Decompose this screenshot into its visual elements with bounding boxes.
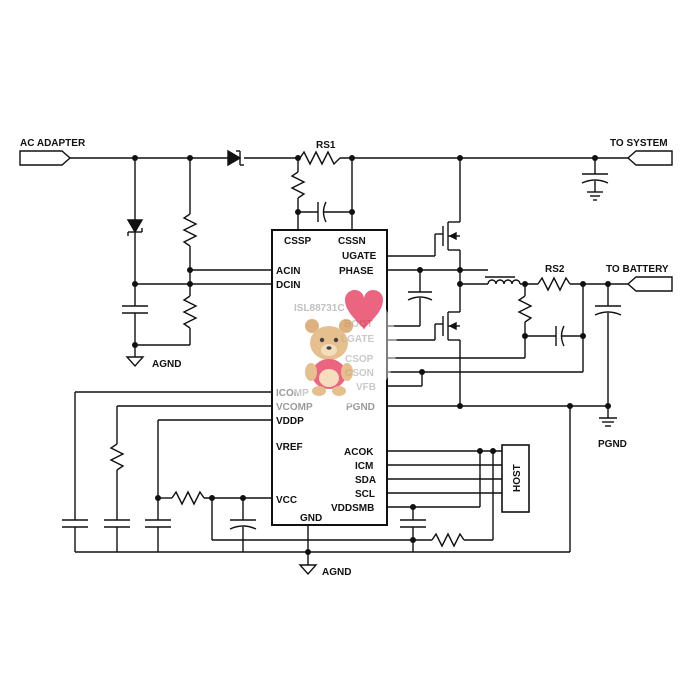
ac-adapter-label: AC ADAPTER <box>20 138 86 149</box>
phase-boot-network <box>387 269 488 327</box>
high-side-mosfet <box>387 158 461 312</box>
pin-lgate: LGATE <box>341 334 374 345</box>
pin-acok: ACOK <box>344 447 374 458</box>
pin-dcin: DCIN <box>276 280 300 291</box>
pin-gnd: GND <box>300 513 322 524</box>
agnd-top-label: AGND <box>152 359 181 370</box>
icomp-network <box>62 391 272 552</box>
host-label: HOST <box>512 464 523 492</box>
pin-cson: CSON <box>345 368 374 379</box>
low-side-mosfet <box>387 311 461 406</box>
output-sense-network <box>387 284 584 387</box>
host-block <box>501 444 530 513</box>
vcc-capacitor <box>229 498 257 552</box>
battery-capacitor <box>594 284 622 427</box>
pin-phase: PHASE <box>339 266 374 277</box>
rs2-label: RS2 <box>545 264 565 275</box>
pin-vfb: VFB <box>356 382 376 393</box>
pin-icm: ICM <box>355 461 373 472</box>
pin-vddsmb: VDDSMB <box>331 503 374 514</box>
watermark-bear <box>273 283 397 407</box>
to-system-label: TO SYSTEM <box>610 138 668 149</box>
vref-wire <box>211 498 413 541</box>
ground-bus <box>75 406 571 576</box>
pin-ugate: UGATE <box>342 251 377 262</box>
pin-cssn: CSSN <box>338 236 366 247</box>
current-sense-input-network <box>290 158 353 230</box>
ac-adapter-connector <box>19 150 72 166</box>
agnd-bottom-label: AGND <box>322 567 351 578</box>
pin-csop: CSOP <box>345 354 374 365</box>
vddsmb-resistor <box>413 451 494 548</box>
pgnd-label: PGND <box>598 439 627 450</box>
junction-dots <box>132 155 611 555</box>
pin-cssp: CSSP <box>284 236 312 247</box>
to-system-connector <box>626 150 673 166</box>
pin-vcc: VCC <box>276 495 297 506</box>
host-bus-wires <box>387 450 502 508</box>
rs1-resistor <box>299 150 341 166</box>
pin-vddp: VDDP <box>276 416 304 427</box>
acin-divider <box>135 158 198 346</box>
vcomp-network <box>104 405 272 552</box>
pin-boot: BOOT <box>344 319 373 330</box>
pin-scl: SCL <box>355 489 375 500</box>
rs1-label: RS1 <box>316 140 336 151</box>
pin-acin: ACIN <box>276 266 300 277</box>
pin-vcomp: VCOMP <box>276 402 313 413</box>
input-diode <box>227 149 244 167</box>
pin-pgnd: PGND <box>346 402 375 413</box>
pin-icomp: ICOMP <box>276 388 309 399</box>
system-capacitor <box>581 158 609 201</box>
vddsmb-capacitor <box>400 507 426 552</box>
chip-name: ISL88731C <box>294 303 345 314</box>
vddp-network <box>145 419 272 552</box>
rs2-resistor <box>537 276 628 292</box>
to-battery-connector <box>626 276 673 292</box>
pin-sda: SDA <box>355 475 376 486</box>
pin-vref: VREF <box>276 442 303 453</box>
to-battery-label: TO BATTERY <box>606 264 669 275</box>
input-zener-branch <box>122 158 148 368</box>
